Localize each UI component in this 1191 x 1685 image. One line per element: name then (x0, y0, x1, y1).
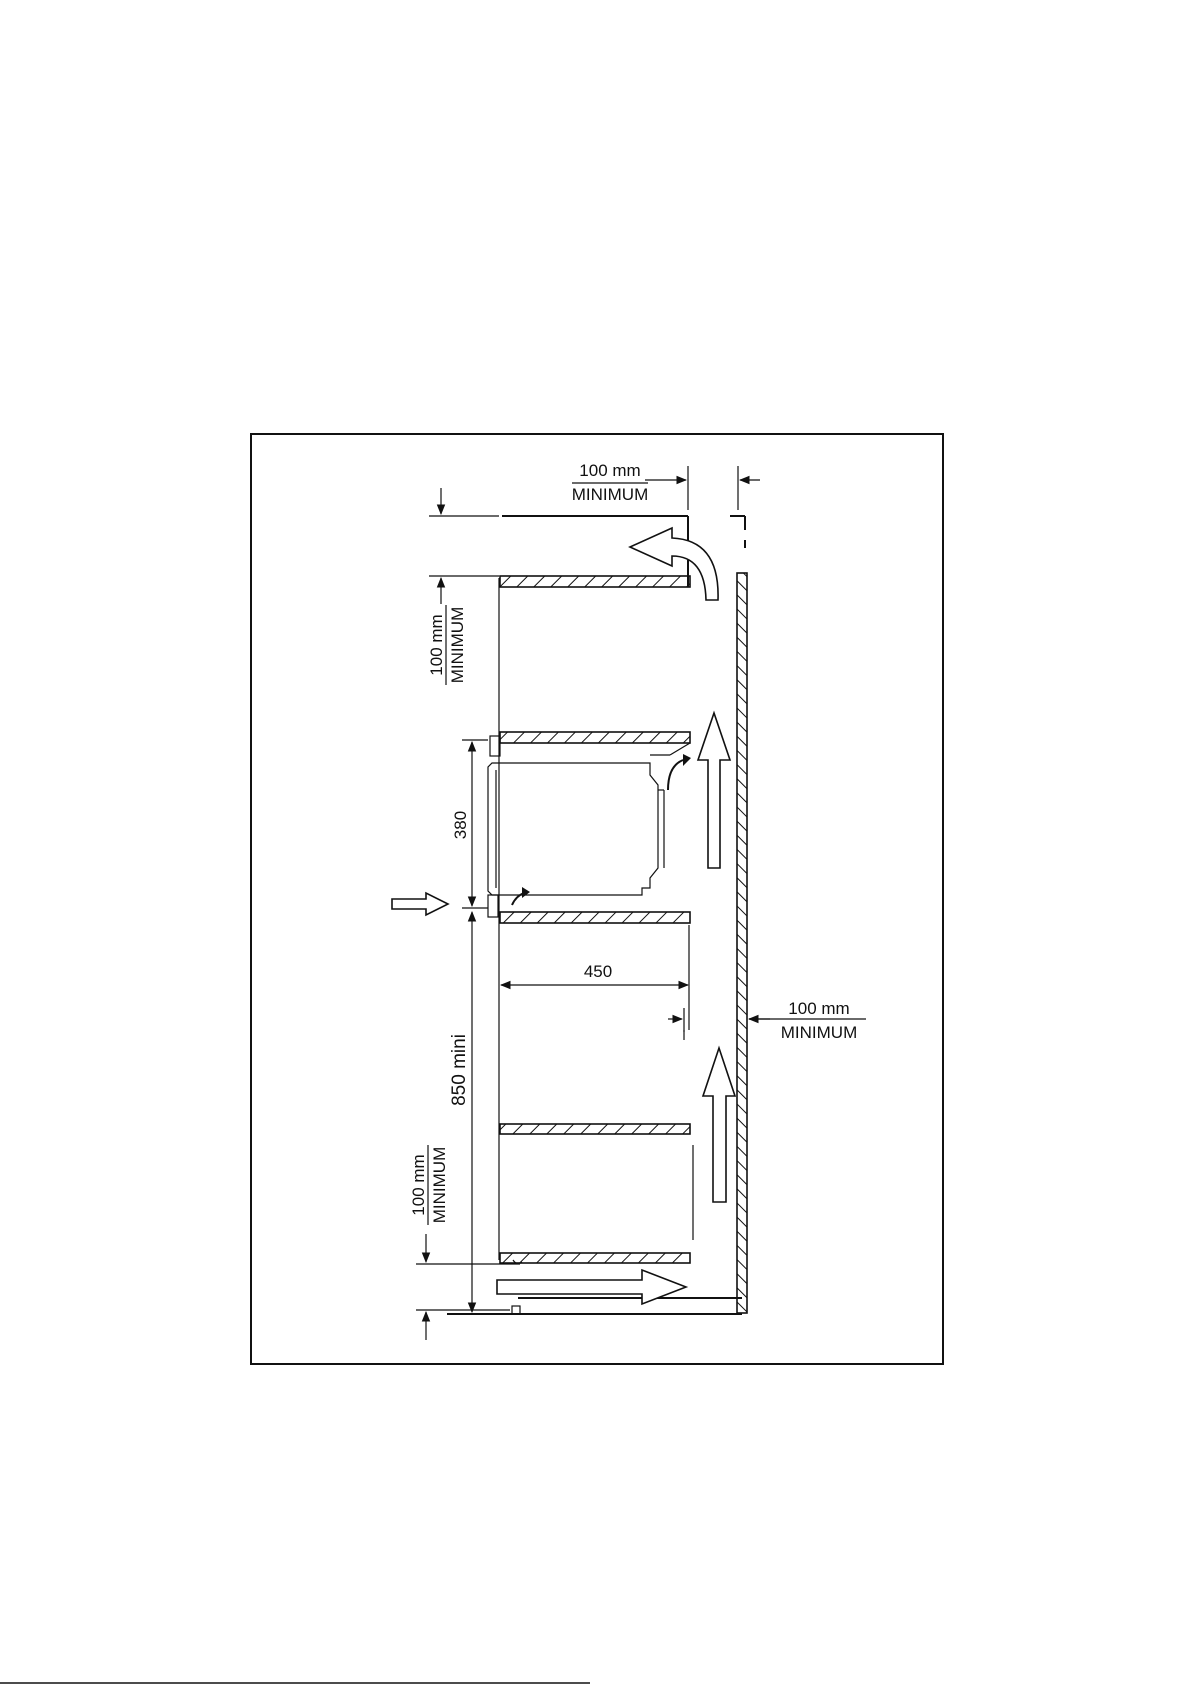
oven-height-label: 380 (451, 811, 470, 839)
exhaust-curved-arrow (630, 528, 718, 600)
inlet-arrow-left (392, 893, 448, 915)
top-shelf (500, 576, 690, 587)
left-clearance-value: 100 mm (427, 614, 446, 675)
diagram-frame (251, 434, 943, 1364)
bottom-clearance-word: MINIMUM (430, 1147, 449, 1223)
depth-label: 450 (584, 962, 612, 981)
lower-shelf-bottom (500, 1253, 690, 1263)
oven-body (488, 763, 658, 895)
top-clearance-word: MINIMUM (572, 485, 648, 504)
bottom-clearance-value: 100 mm (409, 1154, 428, 1215)
oven-exhaust-arrow (668, 760, 683, 790)
oven-upper-shelf (500, 732, 690, 743)
oven-lower-shelf (500, 912, 690, 923)
rear-clearance-word: MINIMUM (781, 1023, 857, 1042)
floor-height-label: 850 mini (449, 1034, 470, 1106)
upward-arrow-upper (698, 713, 730, 868)
rear-clearance-value: 100 mm (788, 999, 849, 1018)
left-clearance-word: MINIMUM (448, 607, 467, 683)
lower-shelf-top (500, 1124, 690, 1134)
top-clearance-value: 100 mm (579, 461, 640, 480)
rear-wall (737, 573, 747, 1313)
upward-arrow-lower (703, 1048, 735, 1202)
